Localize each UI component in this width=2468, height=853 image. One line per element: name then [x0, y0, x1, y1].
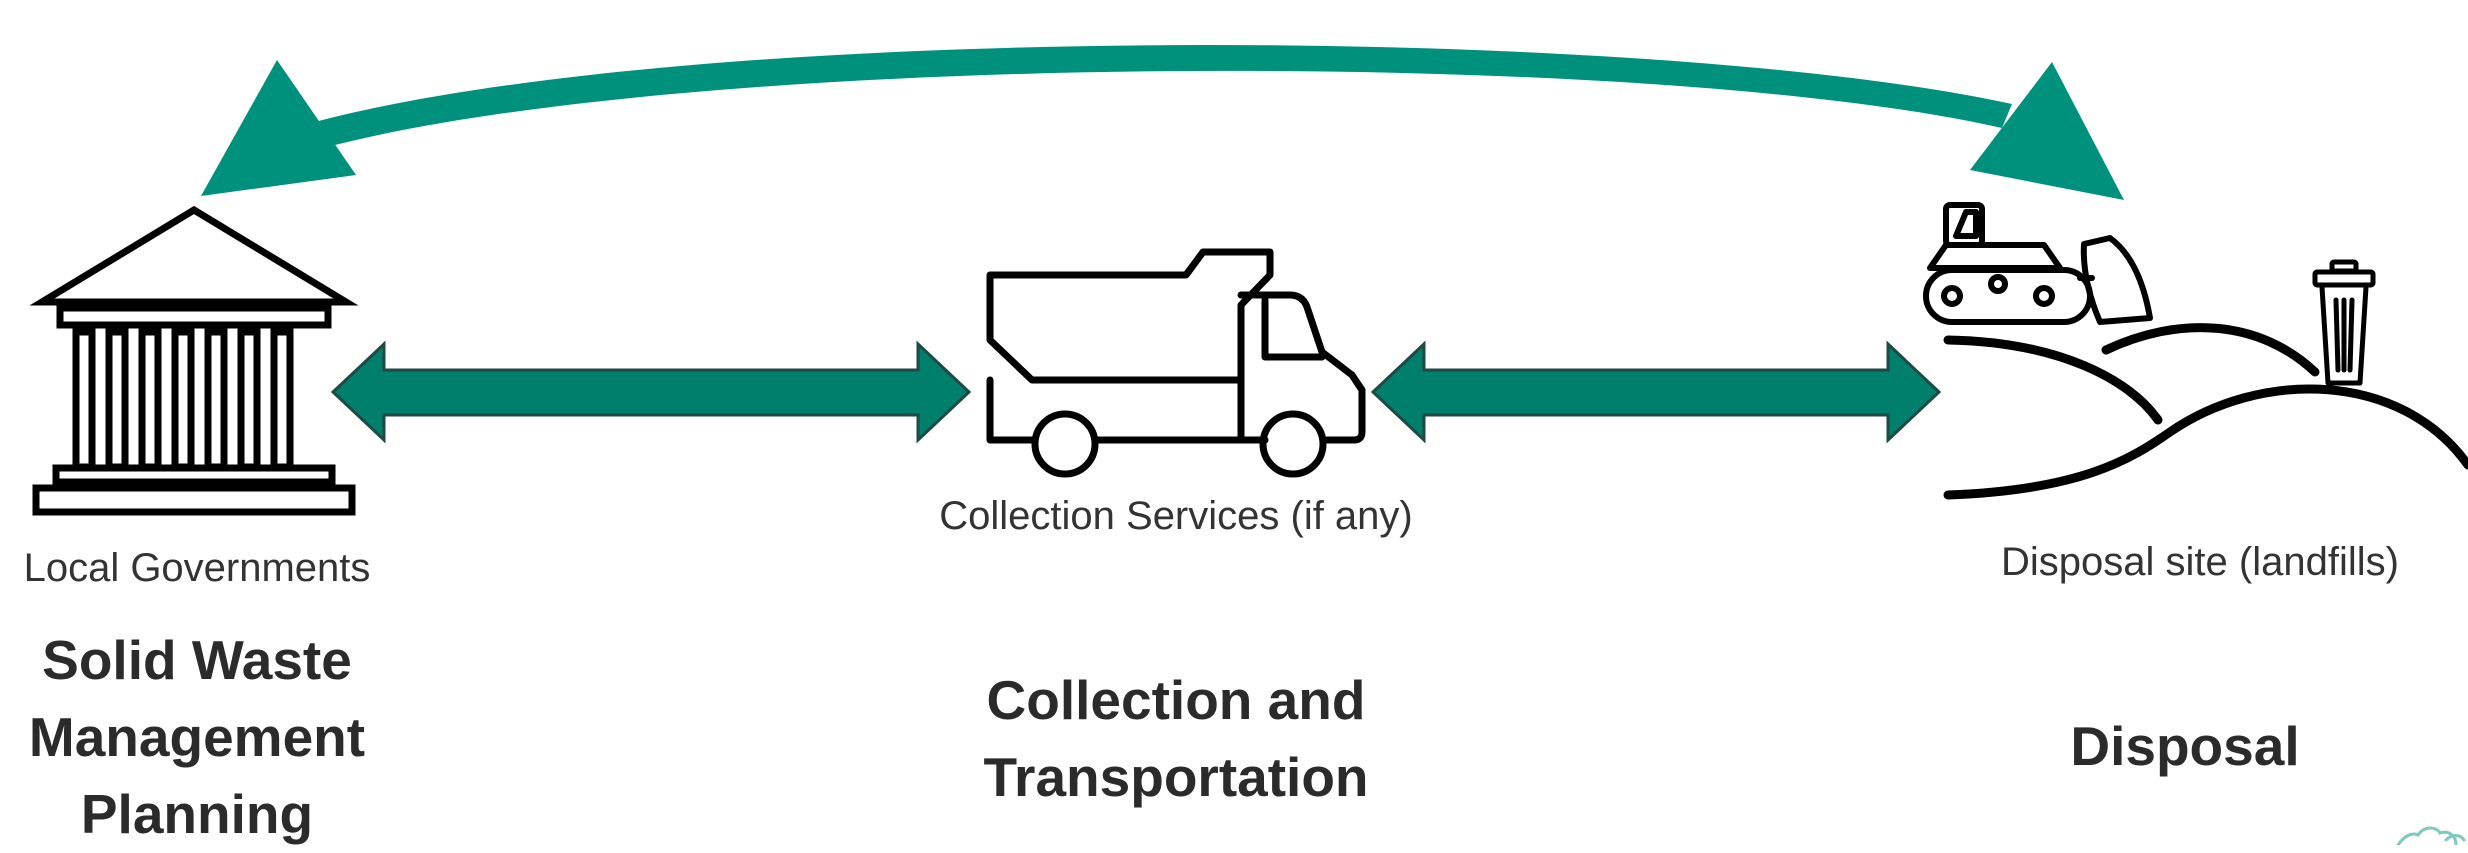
arrow-collection-disposal [1370, 340, 1942, 444]
logo-mark-icon [2396, 826, 2466, 845]
planning-title-line-3: Planning [80, 783, 314, 845]
planning-title-line-1: Solid Waste [42, 629, 352, 691]
top-curved-arrow [201, 45, 2124, 200]
landfill-icon [1943, 323, 2468, 500]
collection-title-line-1: Collection and [986, 669, 1366, 731]
planning-caption: Local Governments [23, 546, 371, 590]
collection-title-line-2: Transportation [983, 746, 1369, 808]
collection-caption: Collection Services (if any) [939, 494, 1413, 538]
disposal-caption: Disposal site (landfills) [2001, 540, 2399, 584]
bulldozer-icon [1923, 202, 2153, 325]
disposal-title: Disposal [2070, 715, 2300, 777]
dump-truck-icon [986, 248, 1366, 478]
collection-title: Collection and Transportation [866, 662, 1486, 816]
planning-title: Solid Waste Management Planning [0, 622, 394, 853]
planning-title-line-2: Management [28, 706, 366, 768]
top-curved-arrow-head-left [201, 60, 356, 196]
top-curved-arrow-head-right [1970, 62, 2124, 200]
government-building-icon [29, 205, 359, 516]
trash-can-icon [2312, 259, 2376, 386]
arrow-planning-collection [330, 340, 972, 444]
top-curved-arrow-shaft [315, 45, 2012, 147]
